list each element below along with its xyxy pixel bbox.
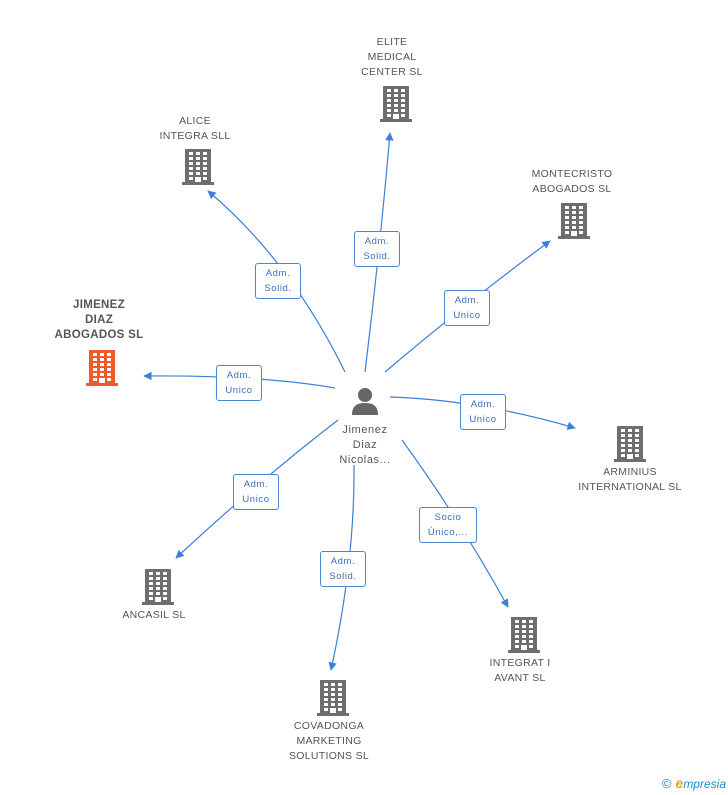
building-icon[interactable] xyxy=(317,680,349,721)
brand-e: e xyxy=(675,775,684,791)
brand-name: mpresia xyxy=(683,777,726,791)
relation-label-alice[interactable]: Adm. Solid. xyxy=(255,263,301,299)
company-label-integrat[interactable]: INTEGRAT I AVANT SL xyxy=(489,657,551,684)
copyright-icon: © xyxy=(661,776,672,791)
building-icon[interactable] xyxy=(380,86,412,127)
company-label-arminius[interactable]: ARMINIUS INTERNATIONAL SL xyxy=(578,466,682,493)
relation-label-montecristo[interactable]: Adm. Unico xyxy=(444,290,490,326)
relation-label-integrat[interactable]: Socio Único,... xyxy=(419,507,477,543)
company-label-jimenez[interactable]: JIMENEZ DIAZ ABOGADOS SL xyxy=(54,299,144,341)
relation-label-covadonga[interactable]: Adm. Solid. xyxy=(320,551,366,587)
building-icon[interactable] xyxy=(86,350,118,391)
relation-label-jimenez[interactable]: Adm. Unico xyxy=(216,365,262,401)
building-icon[interactable] xyxy=(182,149,214,190)
building-icon[interactable] xyxy=(614,426,646,467)
company-label-montecristo[interactable]: MONTECRISTO ABOGADOS SL xyxy=(531,168,613,195)
company-label-covadonga[interactable]: COVADONGA MARKETING SOLUTIONS SL xyxy=(288,720,370,762)
empresia-footer: ©empresia xyxy=(662,775,726,791)
relation-label-ancasil[interactable]: Adm. Unico xyxy=(233,474,279,510)
relation-label-arminius[interactable]: Adm. Unico xyxy=(460,394,506,430)
company-label-ancasil[interactable]: ANCASIL SL xyxy=(122,609,186,621)
company-label-elite[interactable]: ELITE MEDICAL CENTER SL xyxy=(361,36,423,78)
center-person-name[interactable]: Jimenez Diaz Nicolas... xyxy=(339,424,391,466)
person-icon[interactable] xyxy=(350,386,380,416)
company-label-alice[interactable]: ALICE INTEGRA SLL xyxy=(159,115,231,142)
building-icon[interactable] xyxy=(508,617,540,658)
building-icon[interactable] xyxy=(558,203,590,244)
relation-label-elite[interactable]: Adm. Solid. xyxy=(354,231,400,267)
building-icon[interactable] xyxy=(142,569,174,610)
